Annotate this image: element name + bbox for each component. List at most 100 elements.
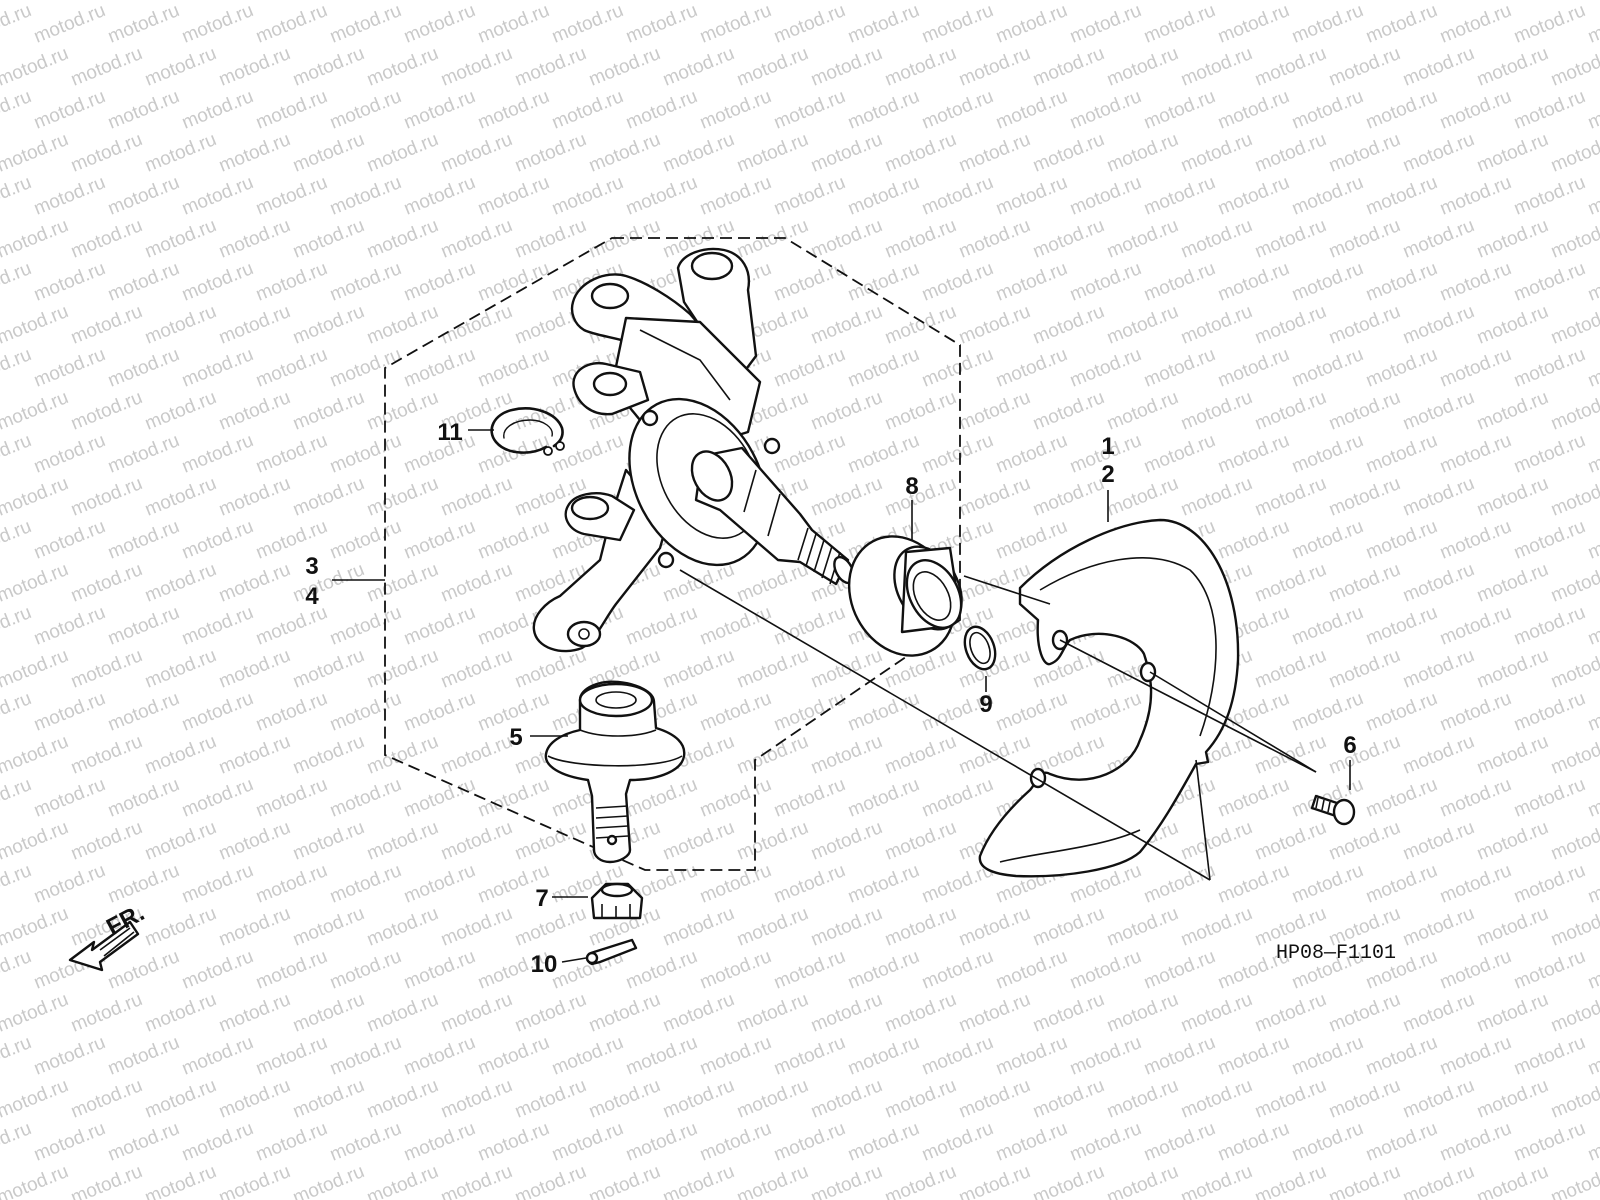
watermark-text: motod.ru: [1363, 1032, 1440, 1080]
watermark-text: motod.ru: [1548, 301, 1600, 349]
watermark-text: motod.ru: [216, 817, 293, 865]
watermark-text: motod.ru: [1511, 774, 1588, 822]
watermark-text: motod.ru: [623, 1118, 700, 1166]
watermark-text: motod.ru: [660, 559, 737, 607]
part-bolt[interactable]: [1310, 794, 1356, 826]
part-disc-cover[interactable]: [978, 518, 1240, 878]
watermark-text: motod.ru: [623, 946, 700, 994]
watermark-text: motod.ru: [364, 387, 441, 435]
watermark-text: motod.ru: [475, 86, 552, 134]
watermark-text: motod.ru: [1215, 774, 1292, 822]
watermark-text: motod.ru: [31, 0, 108, 48]
watermark-text: motod.ru: [549, 172, 626, 220]
watermark-text: motod.ru: [660, 1075, 737, 1123]
watermark-text: motod.ru: [771, 946, 848, 994]
watermark-text: motod.ru: [216, 301, 293, 349]
watermark-text: motod.ru: [1252, 1075, 1329, 1123]
watermark-text: motod.ru: [1215, 344, 1292, 392]
watermark-text: motod.ru: [105, 430, 182, 478]
watermark-text: motod.ru: [1363, 860, 1440, 908]
watermark-text: motod.ru: [142, 731, 219, 779]
watermark-text: motod.ru: [142, 1075, 219, 1123]
bolt-line-upper: [1149, 671, 1317, 773]
watermark-text: motod.ru: [771, 0, 848, 48]
watermark-text: motod.ru: [1067, 172, 1144, 220]
part-circlip[interactable]: [490, 407, 565, 456]
watermark-text: motod.ru: [1104, 1161, 1181, 1200]
watermark-text: motod.ru: [882, 817, 959, 865]
watermark-text: motod.ru: [1474, 731, 1551, 779]
watermark-text: motod.ru: [956, 215, 1033, 263]
watermark-text: motod.ru: [0, 387, 71, 435]
watermark-text: motod.ru: [68, 1161, 145, 1200]
part-knuckle[interactable]: [532, 247, 858, 653]
part-cotter-pin[interactable]: [585, 938, 638, 966]
watermark-text: motod.ru: [1437, 172, 1514, 220]
watermark-text: motod.ru: [327, 1118, 404, 1166]
watermark-text: motod.ru: [142, 473, 219, 521]
watermark-text: motod.ru: [1178, 0, 1255, 5]
watermark-text: motod.ru: [253, 1118, 330, 1166]
watermark-text: motod.ru: [0, 989, 71, 1037]
watermark-text: motod.ru: [956, 43, 1033, 91]
watermark-text: motod.ru: [1437, 430, 1514, 478]
watermark-text: motod.ru: [68, 473, 145, 521]
watermark-text: motod.ru: [1067, 946, 1144, 994]
watermark-text: motod.ru: [771, 1118, 848, 1166]
watermark-text: motod.ru: [697, 774, 774, 822]
watermark-text: motod.ru: [1289, 688, 1366, 736]
watermark-text: motod.ru: [253, 430, 330, 478]
watermark-text: motod.ru: [882, 473, 959, 521]
watermark-text: motod.ru: [993, 1118, 1070, 1166]
watermark-text: motod.ru: [1289, 1032, 1366, 1080]
watermark-text: motod.ru: [1252, 473, 1329, 521]
watermark-text: motod.ru: [0, 0, 71, 5]
watermark-text: motod.ru: [1178, 215, 1255, 263]
watermark-text: motod.ru: [401, 946, 478, 994]
part-oring[interactable]: [959, 623, 1000, 674]
callout-5: 5: [509, 724, 522, 751]
watermark-text: motod.ru: [1511, 688, 1588, 736]
watermark-text: motod.ru: [771, 344, 848, 392]
watermark-text: motod.ru: [1548, 387, 1600, 435]
watermark-text: motod.ru: [1363, 258, 1440, 306]
watermark-text: motod.ru: [1437, 688, 1514, 736]
watermark-text: motod.ru: [0, 86, 34, 134]
watermark-text: motod.ru: [0, 258, 34, 306]
watermark-text: motod.ru: [697, 688, 774, 736]
watermark-text: motod.ru: [364, 645, 441, 693]
part-bearing-collar[interactable]: [829, 518, 976, 674]
watermark-text: motod.ru: [1437, 1032, 1514, 1080]
watermark-text: motod.ru: [1215, 172, 1292, 220]
watermark-text: motod.ru: [179, 86, 256, 134]
watermark-text: motod.ru: [1215, 258, 1292, 306]
watermark-text: motod.ru: [1104, 903, 1181, 951]
watermark-text: motod.ru: [327, 258, 404, 306]
watermark-text: motod.ru: [882, 215, 959, 263]
watermark-text: motod.ru: [364, 1161, 441, 1200]
diagram-code: HP08—F1101: [1276, 942, 1396, 965]
watermark-text: motod.ru: [1030, 989, 1107, 1037]
watermark-text: motod.ru: [882, 1075, 959, 1123]
watermark-text: motod.ru: [1030, 215, 1107, 263]
watermark-text: motod.ru: [1104, 301, 1181, 349]
watermark-text: motod.ru: [364, 731, 441, 779]
watermark-text: motod.ru: [105, 1032, 182, 1080]
watermark-text: motod.ru: [216, 559, 293, 607]
watermark-text: motod.ru: [1585, 344, 1600, 392]
part-ball-joint[interactable]: [544, 680, 686, 864]
watermark-text: motod.ru: [475, 1032, 552, 1080]
watermark-text: motod.ru: [1400, 301, 1477, 349]
part-castle-nut[interactable]: [590, 882, 644, 920]
watermark-text: motod.ru: [1363, 774, 1440, 822]
watermark-text: motod.ru: [660, 0, 737, 5]
watermark-text: motod.ru: [1215, 1032, 1292, 1080]
watermark-text: motod.ru: [1548, 129, 1600, 177]
watermark-text: motod.ru: [1141, 86, 1218, 134]
watermark-text: motod.ru: [1141, 258, 1218, 306]
watermark-text: motod.ru: [549, 0, 626, 48]
watermark-text: motod.ru: [401, 1118, 478, 1166]
watermark-text: motod.ru: [438, 215, 515, 263]
watermark-text: motod.ru: [1400, 1161, 1477, 1200]
